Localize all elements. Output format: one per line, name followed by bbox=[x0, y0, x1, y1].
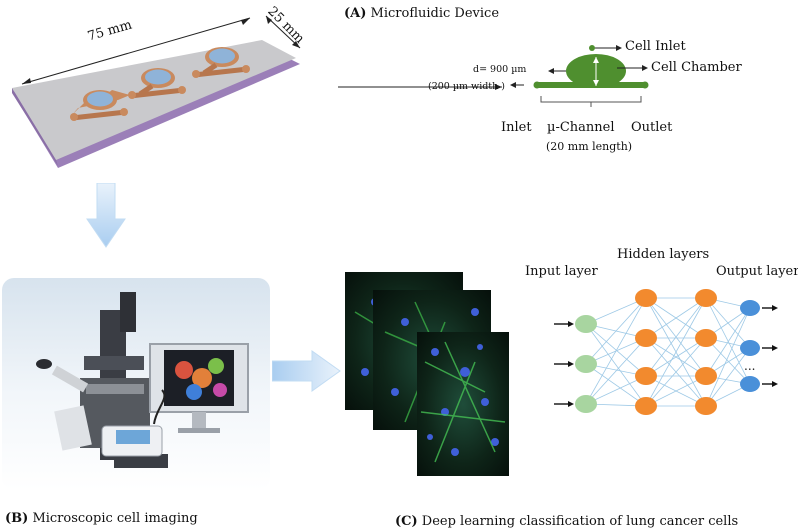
network-edge bbox=[645, 297, 707, 339]
microscope-imaging-panel bbox=[2, 278, 270, 490]
output-arrow-head bbox=[772, 381, 778, 387]
network-edge bbox=[585, 375, 647, 405]
network-edge bbox=[645, 297, 707, 407]
output-arrow-head bbox=[772, 305, 778, 311]
network-edge bbox=[585, 297, 647, 365]
input-node bbox=[575, 315, 597, 333]
hidden-node bbox=[635, 289, 657, 307]
network-edge bbox=[585, 297, 647, 325]
network-edge bbox=[585, 337, 647, 405]
channel-structure-1 bbox=[70, 90, 130, 121]
input-arrow-head bbox=[568, 321, 574, 327]
hidden-node bbox=[695, 289, 717, 307]
channel-width-label: (200 µm width ) bbox=[428, 81, 505, 92]
network-edge bbox=[645, 297, 707, 377]
output-ellipsis: ... bbox=[744, 359, 755, 373]
chip-glass bbox=[12, 40, 296, 160]
network-edge bbox=[705, 297, 751, 385]
hidden-node bbox=[635, 397, 657, 415]
hidden-layers-label: Hidden layers bbox=[617, 247, 710, 262]
hidden-node bbox=[635, 329, 657, 347]
microscope-illustration bbox=[36, 292, 249, 468]
network-edge bbox=[705, 307, 751, 407]
output-node bbox=[740, 340, 760, 356]
outlet-label: Outlet bbox=[631, 120, 673, 135]
network-edge bbox=[585, 323, 647, 377]
network-edge bbox=[585, 363, 647, 407]
fluorescence-image-stack bbox=[345, 272, 509, 476]
panel-c-title: (C) Deep learning classification of lung… bbox=[395, 514, 739, 529]
neural-network: ... bbox=[554, 289, 778, 415]
input-node bbox=[575, 395, 597, 413]
network-edge bbox=[645, 337, 707, 407]
output-node bbox=[740, 376, 760, 392]
output-layer-label: Output layer bbox=[716, 264, 798, 279]
network-edge bbox=[705, 337, 751, 385]
input-arrow-head bbox=[568, 361, 574, 367]
network-edge bbox=[705, 347, 751, 407]
microfluidic-schematic bbox=[338, 45, 649, 107]
channel-length-label: (20 mm length) bbox=[546, 140, 633, 153]
microfluidic-chip-render bbox=[12, 15, 301, 168]
hidden-node bbox=[695, 397, 717, 415]
fluorescence-image-front bbox=[417, 332, 509, 476]
inlet-port bbox=[533, 81, 541, 89]
input-arrow-head bbox=[568, 401, 574, 407]
hidden-node bbox=[695, 329, 717, 347]
output-node bbox=[740, 300, 760, 316]
cell-inlet-label: Cell Inlet bbox=[625, 39, 686, 54]
input-node bbox=[575, 355, 597, 373]
micro-channel-label: µ-Channel bbox=[547, 120, 615, 135]
hidden-node bbox=[695, 367, 717, 385]
output-arrow-head bbox=[772, 345, 778, 351]
hidden-node bbox=[635, 367, 657, 385]
down-arrow bbox=[86, 183, 126, 248]
channel-structure-3 bbox=[192, 47, 250, 78]
network-edge bbox=[645, 375, 707, 407]
input-layer-label: Input layer bbox=[525, 264, 598, 279]
panel-a-title: (A) Microfluidic Device bbox=[344, 6, 500, 21]
outlet-port bbox=[641, 81, 649, 89]
network-edge bbox=[645, 337, 707, 377]
network-edge bbox=[705, 307, 751, 377]
diameter-label: d= 900 µm bbox=[473, 64, 527, 75]
cell-chamber-label: Cell Chamber bbox=[651, 60, 742, 75]
network-edge bbox=[585, 323, 647, 407]
inlet-label: Inlet bbox=[501, 120, 532, 135]
length-dimension-arrow bbox=[21, 17, 251, 85]
panel-b-title: (B) Microscopic cell imaging bbox=[5, 511, 198, 526]
eyepiece bbox=[36, 359, 52, 369]
right-arrow bbox=[272, 350, 341, 392]
network-edge bbox=[585, 297, 647, 405]
channel-structure-2 bbox=[128, 68, 186, 99]
